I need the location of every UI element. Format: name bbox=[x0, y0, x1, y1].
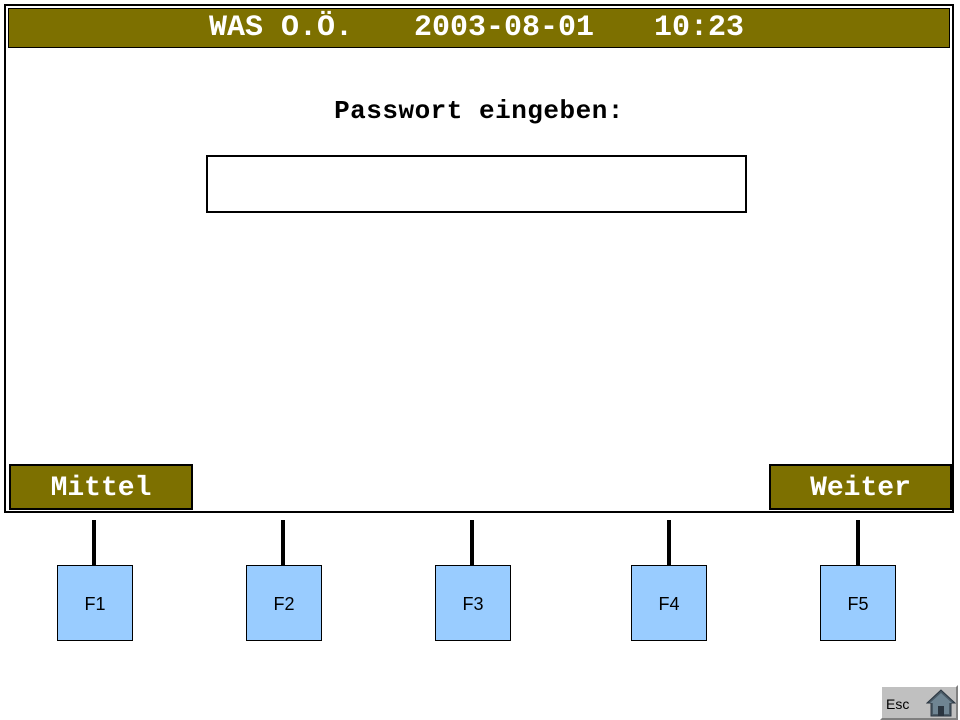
connector-line-f2 bbox=[281, 520, 285, 566]
connector-line-f5 bbox=[856, 520, 860, 566]
f3-key-button[interactable]: F3 bbox=[435, 565, 511, 641]
home-icon bbox=[926, 689, 956, 717]
f4-key-button[interactable]: F4 bbox=[631, 565, 707, 641]
f1-key-button[interactable]: F1 bbox=[57, 565, 133, 641]
f2-key-button[interactable]: F2 bbox=[246, 565, 322, 641]
station-name: WAS O.Ö. bbox=[209, 11, 354, 45]
connector-line-f1 bbox=[92, 520, 96, 566]
header-date: 2003-08-01 bbox=[414, 11, 595, 45]
header-time: 10:23 bbox=[654, 11, 745, 45]
esc-button[interactable]: Esc bbox=[880, 685, 958, 720]
mittel-softkey-button[interactable]: Mittel bbox=[9, 464, 193, 510]
f5-key-button[interactable]: F5 bbox=[820, 565, 896, 641]
password-input[interactable] bbox=[206, 155, 747, 213]
esc-label: Esc bbox=[886, 696, 910, 712]
password-prompt-label: Passwort eingeben: bbox=[334, 96, 624, 126]
connector-line-f3 bbox=[470, 520, 474, 566]
title-bar: WAS O.Ö. 2003-08-01 10:23 bbox=[8, 8, 950, 48]
terminal-screen: WAS O.Ö. 2003-08-01 10:23 Passwort einge… bbox=[4, 4, 954, 513]
weiter-softkey-button[interactable]: Weiter bbox=[769, 464, 952, 510]
connector-line-f4 bbox=[667, 520, 671, 566]
